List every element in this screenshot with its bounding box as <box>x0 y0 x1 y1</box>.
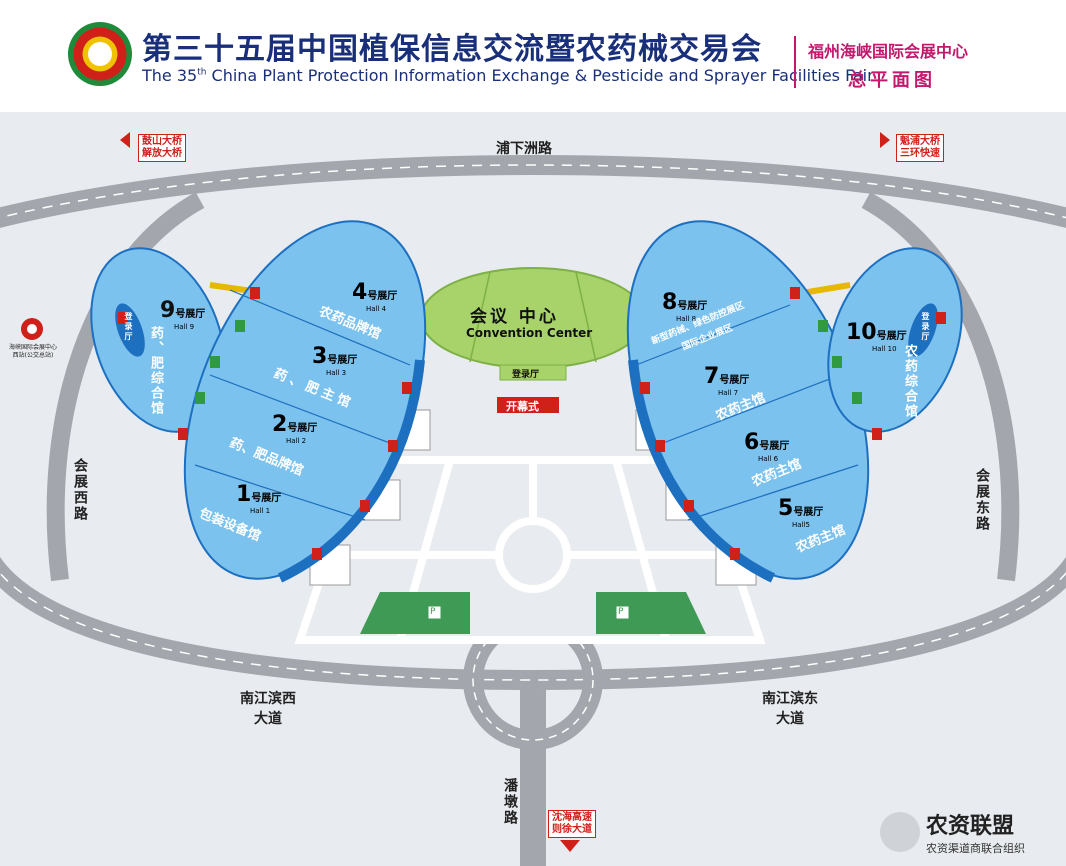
hall-3-label: 3号展厅 Hall 3 <box>312 344 358 377</box>
convention-title: 会议 中心 <box>470 307 559 327</box>
map-canvas <box>0 132 1066 866</box>
road-south-east: 南江滨东大道 <box>762 691 818 727</box>
hall-7-label: 7号展厅 Hall 7 <box>704 364 750 397</box>
metro-label: 海峡国际会展中心西站(公交总站) <box>8 344 57 359</box>
road-south: 潘墩路 <box>502 778 518 826</box>
sign-top-left: 鼓山大桥解放大桥 <box>138 134 186 162</box>
watermark-logo-icon <box>880 812 920 852</box>
road-north: 浦下洲路 <box>496 141 552 157</box>
hall-10-register: 登录厅 <box>921 312 930 342</box>
hall-1-label: 1号展厅 Hall 1 <box>236 482 282 515</box>
header-divider <box>794 36 796 88</box>
hall-9-register: 登录厅 <box>124 312 133 342</box>
watermark: 农资联盟 农资渠道商联合组织 <box>880 808 1025 856</box>
parking-label-west: P <box>430 607 436 617</box>
sign-bottom: 沈海高速则徐大道 <box>548 810 596 838</box>
hall-10-label: 10号展厅 Hall 10 <box>846 320 907 353</box>
hall-4-label: 4号展厅 Hall 4 <box>352 280 398 313</box>
header: 第三十五届中国植保信息交流暨农药械交易会 The 35th China Plan… <box>0 0 1066 112</box>
fair-logo <box>68 22 132 86</box>
hall-8-label: 8号展厅 Hall 8 <box>662 290 708 323</box>
hall-10 <box>827 247 963 433</box>
convention-title-en: Convention Center <box>466 326 593 340</box>
hall-2-label: 2号展厅 Hall 2 <box>272 412 318 445</box>
road-south-west: 南江滨西大道 <box>240 691 296 727</box>
road-west: 会展西路 <box>72 458 88 522</box>
hall-6-label: 6号展厅 Hall 6 <box>744 430 790 463</box>
site-map: 鼓山大桥解放大桥 魁浦大桥三环快速 沈海高速则徐大道 浦下洲路 会展西路 会展东… <box>0 112 1066 866</box>
hall-10-desc: 农药综合馆 <box>902 344 917 419</box>
hall-5-label: 5号展厅 Hall5 <box>778 496 824 529</box>
venue-name: 福州海峡国际会展中心 <box>808 42 969 61</box>
sign-top-right: 魁浦大桥三环快速 <box>896 134 944 162</box>
plan-title: 总平面图 <box>848 70 936 91</box>
title-en: The 35th China Plant Protection Informat… <box>142 66 874 85</box>
road-east: 会展东路 <box>974 468 990 532</box>
title-zh: 第三十五届中国植保信息交流暨农药械交易会 <box>142 32 762 67</box>
parking-lot-west <box>360 592 470 634</box>
parking-label-east: P <box>618 607 624 617</box>
convention-register: 登录厅 <box>512 370 540 380</box>
parking-lot-east <box>596 592 706 634</box>
opening-label: 开幕式 <box>506 400 539 413</box>
opening-ceremony-marker <box>497 397 559 413</box>
hall-9-desc: 药、肥综合馆 <box>148 326 163 416</box>
hall-9-label: 9号展厅 Hall 9 <box>160 298 206 331</box>
